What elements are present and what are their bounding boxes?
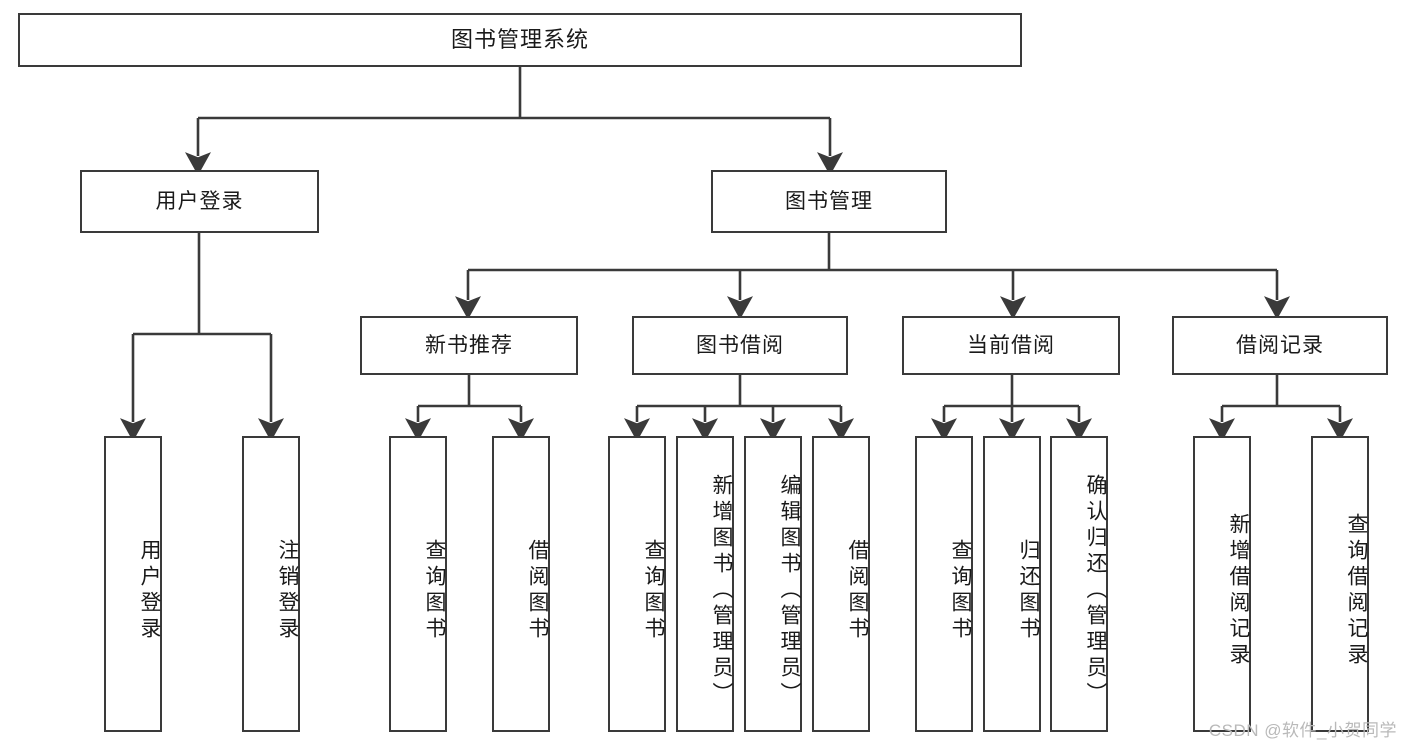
- leaf-confirm-return-admin[interactable]: 确认归还（管理员）: [1050, 436, 1108, 732]
- leaf-query-book-borrow[interactable]: 查询图书: [608, 436, 666, 732]
- node-current-borrow[interactable]: 当前借阅: [902, 316, 1120, 375]
- watermark-text: CSDN @软件_小贺同学: [1208, 721, 1397, 740]
- node-user-login[interactable]: 用户登录: [80, 170, 319, 233]
- leaf-query-book-current[interactable]: 查询图书: [915, 436, 973, 732]
- leaf-logout[interactable]: 注销登录: [242, 436, 300, 732]
- leaf-return-book[interactable]: 归还图书: [983, 436, 1041, 732]
- leaf-borrow-book-recommend[interactable]: 借阅图书: [492, 436, 550, 732]
- leaf-add-book-admin[interactable]: 新增图书（管理员）: [676, 436, 734, 732]
- leaf-query-borrow-record[interactable]: 查询借阅记录: [1311, 436, 1369, 732]
- node-root[interactable]: 图书管理系统: [18, 13, 1022, 67]
- leaf-query-book-recommend[interactable]: 查询图书: [389, 436, 447, 732]
- leaf-edit-book-admin[interactable]: 编辑图书（管理员）: [744, 436, 802, 732]
- leaf-borrow-book[interactable]: 借阅图书: [812, 436, 870, 732]
- node-borrow-record[interactable]: 借阅记录: [1172, 316, 1388, 375]
- leaf-add-borrow-record[interactable]: 新增借阅记录: [1193, 436, 1251, 732]
- node-book-borrow[interactable]: 图书借阅: [632, 316, 848, 375]
- leaf-user-login[interactable]: 用户登录: [104, 436, 162, 732]
- node-new-book-recommend[interactable]: 新书推荐: [360, 316, 578, 375]
- node-book-management[interactable]: 图书管理: [711, 170, 947, 233]
